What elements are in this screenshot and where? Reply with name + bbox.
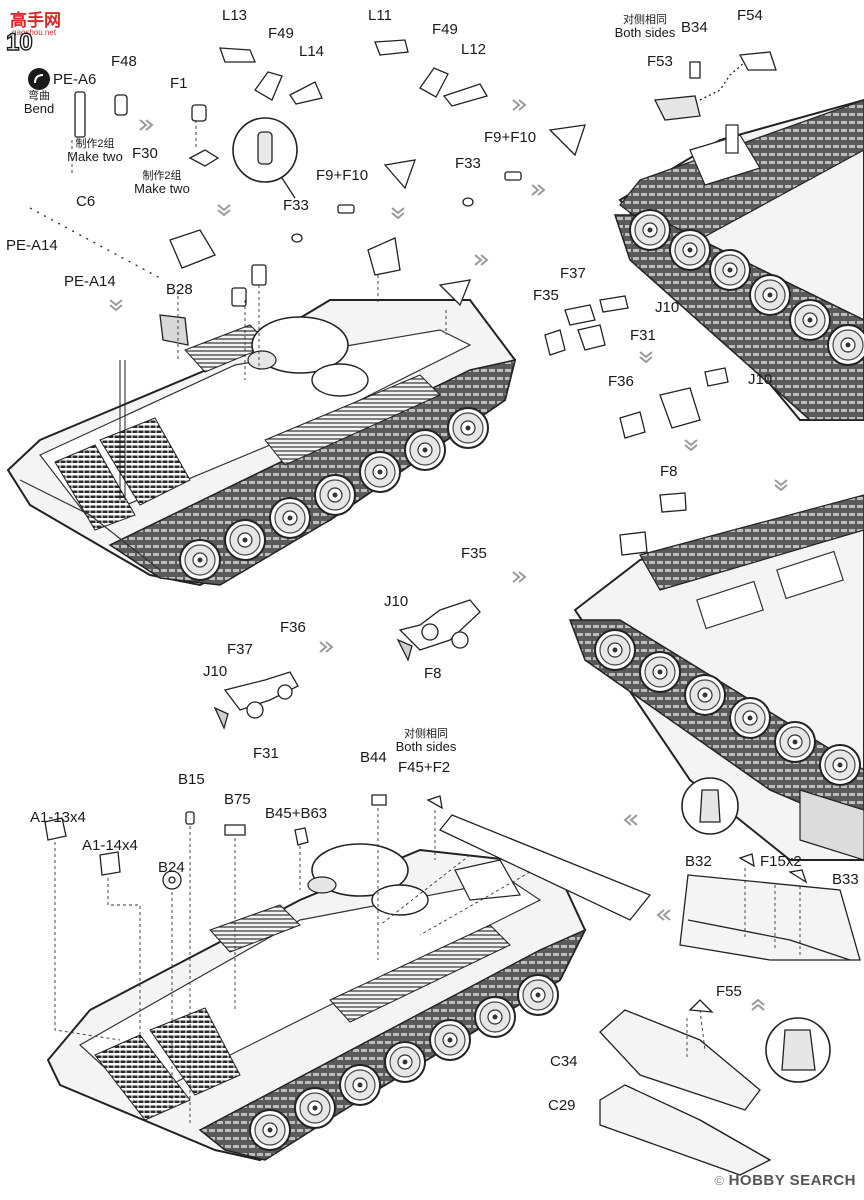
bend-note: 弯曲 Bend [23,90,55,116]
part-label: F9+F10 [484,129,537,146]
part-label: B28 [166,281,193,298]
part-label: B24 [158,859,185,876]
part-label: B44 [360,749,387,766]
part-label: B32 [685,853,712,870]
part-label: F48 [111,53,137,70]
make-two-note: 制作2组 Make two [67,138,123,164]
part-label: F35 [533,287,559,304]
part-label: B33 [832,871,859,888]
part-label: F30 [132,145,158,162]
part-label: B34 [681,19,708,36]
part-label: B15 [178,771,205,788]
logo-url: gaoshou.net [12,28,57,37]
part-label: F33 [455,155,481,172]
part-label: F53 [647,53,673,70]
both-sides-note: 对侧相同 Both sides [395,728,457,754]
part-label: PE-A14 [6,237,58,254]
part-label: PE-A6 [53,71,97,88]
part-label: F36 [608,373,634,390]
tank-top-left [6,299,517,587]
watermark: © HOBBY SEARCH [715,1172,856,1194]
small-parts-top-right [544,51,777,556]
both-sides-note: 对侧相同 Both sides [614,14,676,40]
part-label: J10 [384,593,409,610]
make-two-note: 制作2组 Make two [134,170,190,196]
logo-text: 高手网 [10,11,61,31]
part-label: F31 [253,745,279,762]
tank-bottom-left [46,843,587,1162]
part-label: J10 [203,663,228,680]
part-label: J10 [655,299,680,316]
part-label: F36 [280,619,306,636]
part-label: C29 [548,1097,576,1114]
part-label: L11 [368,7,392,24]
part-label: F33 [283,197,309,214]
part-label: B45+B63 [265,805,328,822]
tank-middle-right [568,494,864,861]
part-label: F9+F10 [316,167,369,184]
small-parts-bottom [44,777,861,1176]
bend-icon [28,68,50,90]
part-label: F49 [268,25,294,42]
part-label: A1-14x4 [82,837,138,854]
part-label: L14 [299,43,325,60]
part-label: F1 [170,75,188,92]
small-parts-top [29,39,586,346]
copyright-icon: © [714,1173,725,1188]
site-logo: 高手网 gaoshou.net [6,6,76,42]
part-label: F55 [716,983,742,1000]
leader-lines [54,120,801,1125]
part-label: F37 [227,641,253,658]
part-label: C6 [76,193,96,210]
small-parts-middle [213,599,481,730]
part-label: F45+F2 [398,759,451,776]
part-label: B75 [224,791,251,808]
part-label: F31 [630,327,656,344]
part-label: F8 [424,665,442,682]
part-label: F37 [560,265,586,282]
part-label: J10 [748,371,773,388]
part-label: L12 [461,41,487,58]
part-label: A1-13x4 [30,809,86,826]
part-label: C34 [550,1053,578,1070]
part-label: F54 [737,7,763,24]
part-label: F8 [660,463,678,480]
watermark-text: HOBBY SEARCH [728,1172,856,1189]
part-label: F35 [461,545,487,562]
tank-top-right [613,98,864,421]
part-label: F49 [432,21,458,38]
part-label: PE-A14 [64,273,116,290]
part-label: F15x2 [760,853,802,870]
part-label: L13 [222,7,248,24]
step-number: 10 [5,29,33,56]
